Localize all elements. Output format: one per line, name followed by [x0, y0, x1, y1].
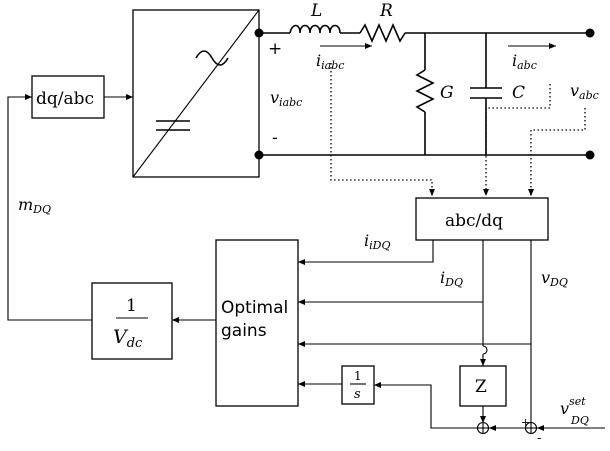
inductor-label: L — [310, 1, 322, 21]
optimal-gains-label-1: Optimal — [221, 298, 288, 318]
sum-junction-right — [524, 421, 538, 435]
top-bus — [254, 23, 595, 43]
abc-dq-block — [415, 197, 549, 241]
abc-dq-label: abc/dq — [445, 211, 503, 231]
i-dq-label: iDQ — [440, 268, 463, 289]
dq-abc-label: dq/abc — [36, 89, 94, 109]
shunt-capacitor — [470, 33, 502, 155]
i-idq-label: iiDQ — [364, 231, 390, 252]
terminal-bottom-left — [254, 150, 264, 160]
v-abc-label: vabc — [570, 81, 599, 102]
i-iabc-label: iiabc — [316, 51, 344, 72]
integrator-denominator: s — [354, 387, 361, 402]
conductance-label: G — [440, 83, 454, 103]
resistor-label: R — [379, 1, 393, 21]
inductor-coil — [289, 24, 341, 34]
inv-vdc-denominator: Vdc — [113, 326, 143, 351]
measurement-lines — [330, 63, 586, 196]
plus-sign-sum: + — [521, 416, 530, 429]
minus-sign-left: - — [272, 128, 278, 148]
v-dq-set-label: vset — [560, 395, 586, 418]
terminal-bottom-right — [585, 150, 595, 160]
sum-junction-left — [476, 421, 490, 435]
i-abc-label: iabc — [512, 51, 537, 72]
integrator-block — [341, 365, 375, 405]
optimal-gains-label-2: gains — [221, 321, 267, 341]
integrator-numerator: 1 — [354, 369, 362, 383]
v-dq-label: vDQ — [541, 268, 568, 289]
v-dq-set-subscript: DQ — [570, 414, 589, 427]
z-block — [459, 365, 507, 407]
capacitor-label: C — [512, 83, 525, 103]
resistor-zigzag — [359, 23, 406, 43]
sum-to-integrator-path — [374, 382, 478, 429]
inverter-block — [132, 9, 260, 178]
m-dq-label: mDQ — [18, 195, 51, 216]
dq-abc-block — [31, 75, 105, 119]
plus-sign-left: + — [268, 39, 282, 59]
inv-vdc-block — [91, 282, 173, 360]
optimal-gains-block — [215, 239, 299, 407]
z-block-label: Z — [475, 377, 487, 397]
m-dq-path — [7, 94, 92, 321]
terminal-top-left — [254, 28, 264, 38]
v-iabc-label: viabc — [270, 88, 302, 109]
inv-vdc-numerator: 1 — [126, 296, 137, 316]
gain-inputs — [298, 240, 532, 422]
shunt-conductance — [415, 33, 435, 155]
minus-sign-sum: - — [537, 431, 541, 446]
terminal-top-right — [585, 28, 595, 38]
